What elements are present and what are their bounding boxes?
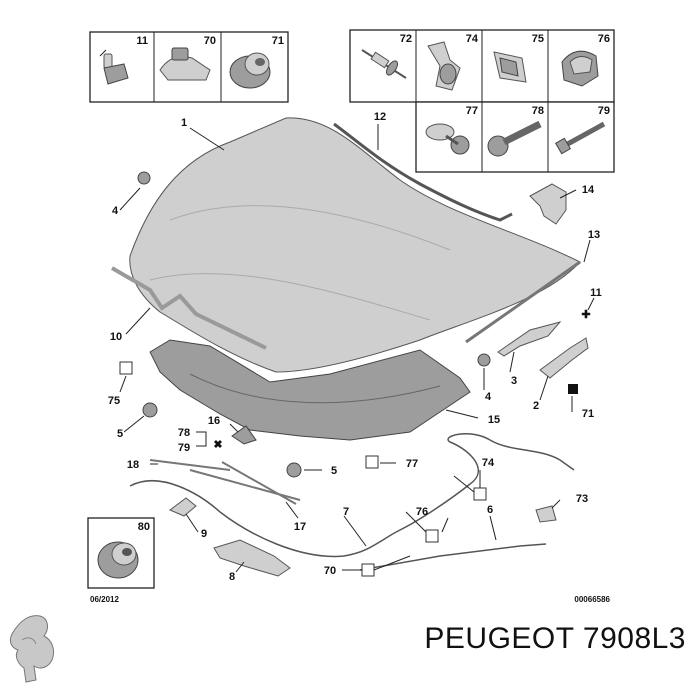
bolt-78-icon xyxy=(487,120,542,157)
box-number-70: 70 xyxy=(204,35,216,47)
fastener-box-left: 11 70 71 xyxy=(89,31,289,103)
callout-12: 12 xyxy=(374,111,386,123)
peugeot-lion-logo-icon xyxy=(9,615,55,683)
box-number-11: 11 xyxy=(136,35,148,47)
hood-insulation xyxy=(149,339,471,441)
box-number-76: 76 xyxy=(598,33,610,45)
nut-71-icon xyxy=(229,52,271,89)
marker-71 xyxy=(568,384,578,394)
hood-front-seal-10 xyxy=(110,266,267,350)
box-number-79: 79 xyxy=(598,105,610,117)
cross-marker-78-79: ✖ xyxy=(213,439,222,451)
fastener-box-80: 80 xyxy=(87,517,155,589)
callout-17: 17 xyxy=(294,521,306,533)
push-pin-77-icon xyxy=(425,123,470,155)
callout-10: 10 xyxy=(110,331,122,343)
box-number-80: 80 xyxy=(138,521,150,533)
callout-5-left: 5 xyxy=(117,428,123,440)
lock-8 xyxy=(213,539,291,577)
screw-79-icon xyxy=(554,121,606,155)
callout-79: 79 xyxy=(178,442,190,454)
strip-13 xyxy=(465,260,581,344)
callout-71: 71 xyxy=(582,408,594,420)
callout-78: 78 xyxy=(178,427,190,439)
hood-seal-12 xyxy=(333,122,513,222)
diagram-reference: 00066586 xyxy=(574,595,610,604)
date-code: 06/2012 xyxy=(90,595,119,604)
callout-7: 7 xyxy=(343,506,349,518)
callout-9: 9 xyxy=(201,528,207,540)
callout-6: 6 xyxy=(487,504,493,516)
marker-77 xyxy=(365,455,379,469)
clip-70-icon xyxy=(159,47,211,81)
callout-2: 2 xyxy=(533,400,539,412)
release-cable xyxy=(129,433,575,571)
hinge-2 xyxy=(539,337,589,379)
callout-5-mid: 5 xyxy=(331,465,337,477)
rod-18 xyxy=(149,459,231,471)
callout-11: 11 xyxy=(590,287,602,299)
callout-4-right: 4 xyxy=(485,391,492,403)
callout-15: 15 xyxy=(488,414,500,426)
rivet-72-icon xyxy=(361,49,407,79)
clip-76-icon xyxy=(561,50,599,87)
clip-74-icon xyxy=(427,41,461,91)
marker-74 xyxy=(473,487,487,501)
callout-16: 16 xyxy=(208,415,220,427)
callout-70: 70 xyxy=(324,565,336,577)
callout-13: 13 xyxy=(588,229,600,241)
callout-73: 73 xyxy=(576,493,588,505)
callout-18: 18 xyxy=(127,459,139,471)
box-number-74: 74 xyxy=(466,33,479,45)
cross-marker-11: ✚ xyxy=(581,309,590,321)
support-rod-17 xyxy=(189,461,301,505)
callout-76: 76 xyxy=(416,506,428,518)
marker-76 xyxy=(425,529,439,543)
handle-9 xyxy=(169,497,197,517)
marker-70 xyxy=(361,563,375,577)
callout-1: 1 xyxy=(181,117,187,129)
box-number-71: 71 xyxy=(272,35,284,47)
leader-lines xyxy=(119,124,595,573)
callout-75: 75 xyxy=(108,395,120,407)
box-number-78: 78 xyxy=(532,105,544,117)
callout-14: 14 xyxy=(582,184,595,196)
bump-stop-4-right xyxy=(477,353,491,367)
clip-75-icon xyxy=(493,51,527,83)
callout-77: 77 xyxy=(406,458,418,470)
lever-73 xyxy=(535,505,557,523)
hood-panel xyxy=(129,117,581,373)
marker-75 xyxy=(119,361,133,375)
bump-stop-5-left xyxy=(142,402,158,418)
box-number-77: 77 xyxy=(466,105,478,117)
callout-8: 8 xyxy=(229,571,235,583)
latch-16 xyxy=(231,425,257,445)
box-number-75: 75 xyxy=(532,33,544,45)
hinge-3 xyxy=(497,321,562,357)
callout-74: 74 xyxy=(482,457,495,469)
screw-11-icon xyxy=(99,49,129,85)
box-number-72: 72 xyxy=(400,33,412,45)
callout-3: 3 xyxy=(511,375,517,387)
callout-4-top: 4 xyxy=(112,205,119,217)
brand-part-number: PEUGEOT 7908L3 xyxy=(424,622,686,655)
bracket-14 xyxy=(529,183,567,225)
bump-stop-5-mid xyxy=(286,462,302,478)
bump-stop-4-top xyxy=(137,171,151,185)
fastener-box-right: 72 74 75 76 77 78 79 xyxy=(349,29,615,173)
callout-labels: 1 4 12 14 13 11 10 75 5 4 3 2 71 15 16 7… xyxy=(108,111,602,583)
